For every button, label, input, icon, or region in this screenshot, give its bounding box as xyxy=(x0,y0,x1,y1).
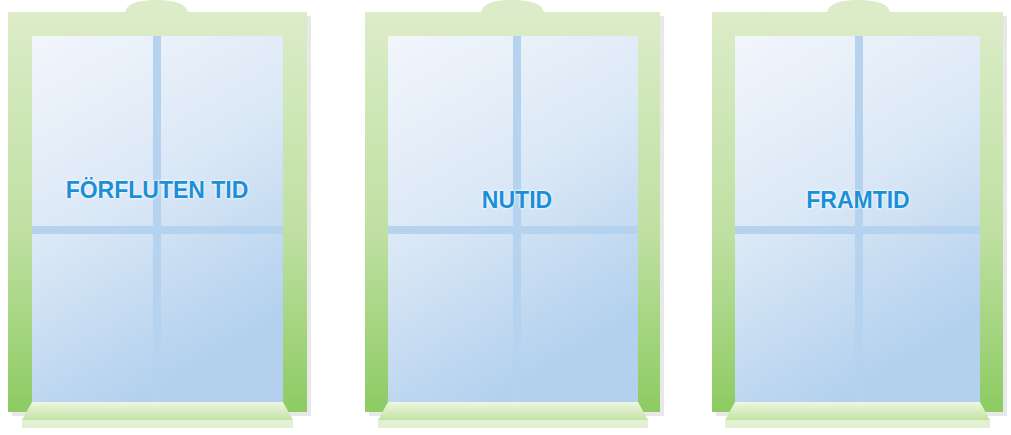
window-sill xyxy=(378,420,648,428)
window-sill xyxy=(725,420,990,428)
window-glass xyxy=(32,36,283,402)
window-sill xyxy=(725,402,990,420)
window-mullion xyxy=(153,36,161,402)
window xyxy=(712,0,1007,428)
frame-arch xyxy=(481,0,544,14)
window-pane-label: FRAMTID xyxy=(758,188,958,212)
window-frame xyxy=(712,12,1003,412)
window-mullion xyxy=(32,226,283,234)
window xyxy=(365,0,664,428)
window-glass xyxy=(388,36,638,402)
window-mullion xyxy=(735,226,980,234)
window-mullion xyxy=(855,36,863,402)
window-mullion xyxy=(513,36,521,402)
frame-arch xyxy=(125,0,188,14)
window-pane-label: FÖRFLUTEN TID xyxy=(62,178,252,202)
window-sill xyxy=(22,402,293,420)
frame-shadow xyxy=(716,16,1007,416)
frame-shadow xyxy=(369,16,664,416)
window-label: FÖRFLUTEN TID xyxy=(62,178,252,202)
window-label: NUTID xyxy=(417,188,617,212)
window xyxy=(8,0,311,428)
window-sill xyxy=(22,420,293,428)
window-sill xyxy=(378,402,648,420)
window-frame xyxy=(8,12,307,412)
frame-shadow xyxy=(12,16,311,416)
window-glass xyxy=(735,36,980,402)
window-label: FRAMTID xyxy=(758,188,958,212)
window-pane-label: NUTID xyxy=(417,188,617,212)
window-mullion xyxy=(388,226,638,234)
window-frame xyxy=(365,12,660,412)
frame-arch xyxy=(827,0,890,14)
